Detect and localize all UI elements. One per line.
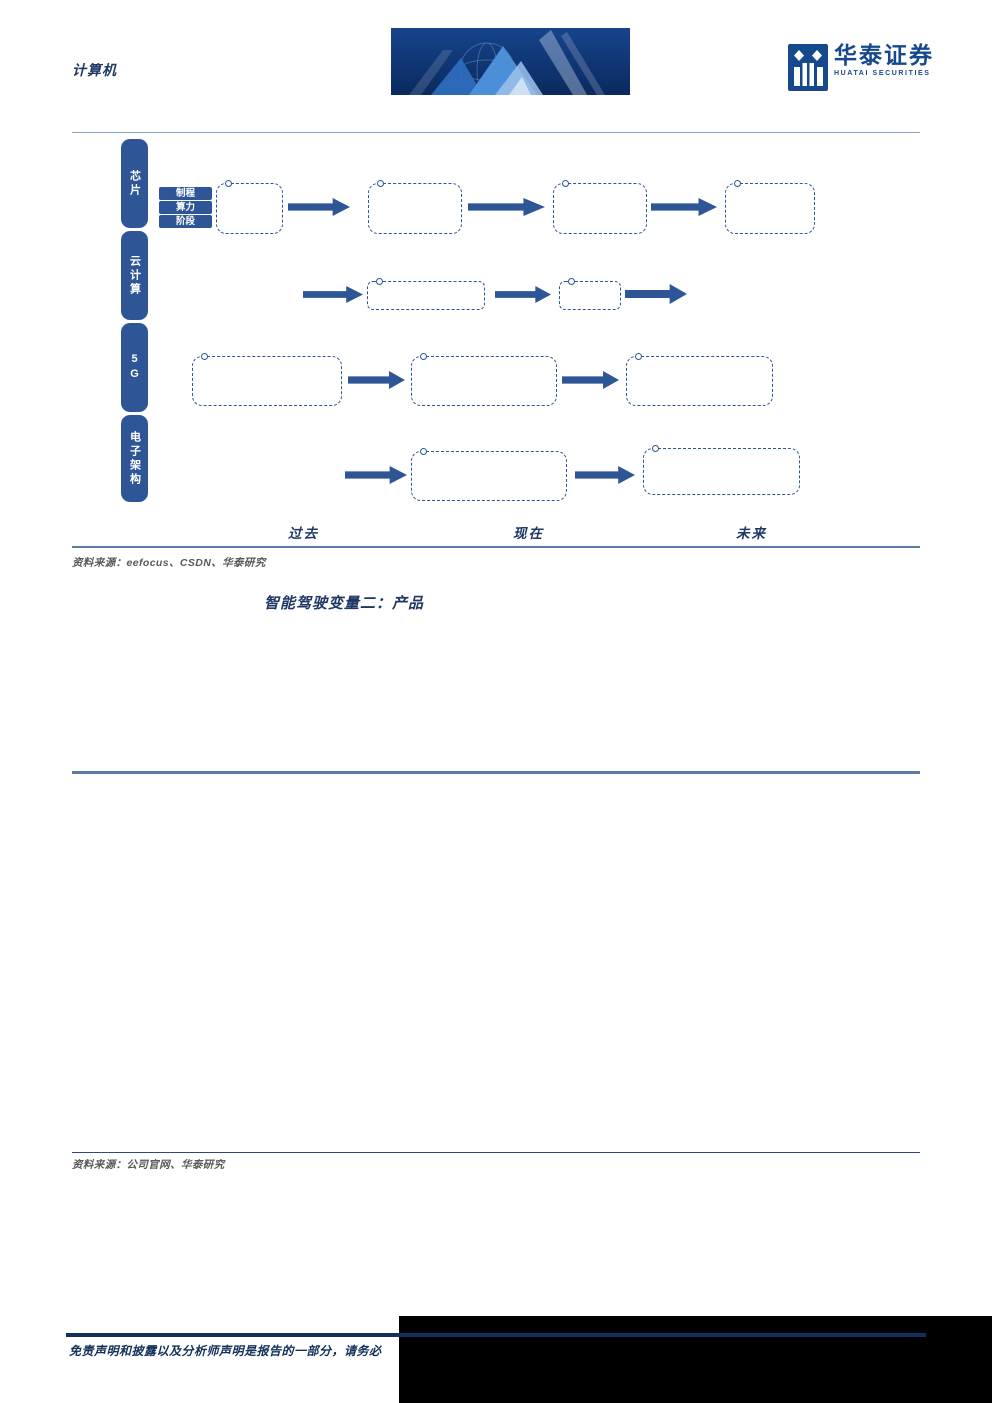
banner-art-icon — [391, 28, 630, 98]
stage-box — [643, 444, 800, 495]
stage-box — [192, 352, 342, 406]
stage-box — [367, 277, 485, 310]
figure1-bottom-rule — [72, 546, 920, 548]
stage-box — [626, 352, 773, 406]
connector-dot-icon — [377, 179, 384, 187]
huatai-logo: 华泰证券 HUATAI SECURITIES — [788, 44, 934, 91]
chip-tag-compute: 算力 — [159, 201, 212, 214]
timeline-future: 未来 — [736, 526, 767, 542]
arrow-right-icon — [575, 466, 635, 484]
connector-dot-icon — [568, 277, 575, 285]
section-divider-rule — [72, 771, 920, 774]
arrow-right-icon — [345, 466, 407, 484]
stage-box — [559, 277, 621, 310]
timeline-present: 现在 — [513, 526, 544, 542]
stage-box — [411, 447, 567, 501]
stage-box — [553, 179, 647, 234]
connector-dot-icon — [225, 179, 232, 187]
connector-dot-icon — [376, 277, 383, 285]
chip-tag-process: 制程 — [159, 187, 212, 200]
section-title: 智能驾驶变量二：产品 — [264, 595, 425, 612]
arrow-right-icon — [625, 284, 687, 304]
connector-dot-icon — [562, 179, 569, 187]
disclaimer-text: 免责声明和披露以及分析师声明是报告的一部分，请务必 — [69, 1344, 382, 1358]
arrow-right-icon — [495, 286, 551, 303]
stage-box — [411, 352, 557, 406]
lane-pill-cloud: 云计算 — [121, 231, 148, 320]
arrow-right-icon — [468, 198, 545, 216]
stage-box — [216, 179, 283, 234]
figure2-bottom-rule — [72, 1152, 920, 1153]
footer-rule — [66, 1333, 926, 1337]
connector-dot-icon — [652, 444, 659, 452]
sector-label: 计算机 — [72, 62, 117, 78]
figure2-source: 资料来源：公司官网、华泰研究 — [72, 1159, 225, 1171]
lane-pill-chip: 芯片 — [121, 139, 148, 228]
arrow-right-icon — [348, 371, 405, 389]
stage-box — [368, 179, 462, 234]
connector-dot-icon — [420, 352, 427, 360]
connector-dot-icon — [734, 179, 741, 187]
arrow-right-icon — [651, 198, 717, 216]
connector-dot-icon — [635, 352, 642, 360]
huatai-logo-icon — [788, 44, 828, 91]
connector-dot-icon — [201, 352, 208, 360]
figure1-source: 资料来源：eefocus、CSDN、华泰研究 — [72, 557, 266, 569]
black-artifact-block — [399, 1316, 992, 1403]
arrow-right-icon — [288, 198, 350, 216]
arrow-right-icon — [303, 286, 363, 303]
connector-dot-icon — [420, 447, 427, 455]
timeline-past: 过去 — [288, 526, 319, 542]
header-banner-graphic — [391, 28, 630, 98]
logo-subtitle: HUATAI SECURITIES — [834, 70, 931, 77]
lane-pill-e-architecture: 电子架构 — [121, 415, 148, 502]
stage-box — [725, 179, 815, 234]
logo-name: 华泰证券 — [834, 42, 934, 69]
header-rule — [72, 132, 920, 133]
huatai-logo-text: 华泰证券 HUATAI SECURITIES — [834, 44, 934, 77]
arrow-right-icon — [562, 371, 619, 389]
chip-tag-stage: 阶段 — [159, 215, 212, 228]
lane-pill-5g: 5G — [121, 323, 148, 412]
